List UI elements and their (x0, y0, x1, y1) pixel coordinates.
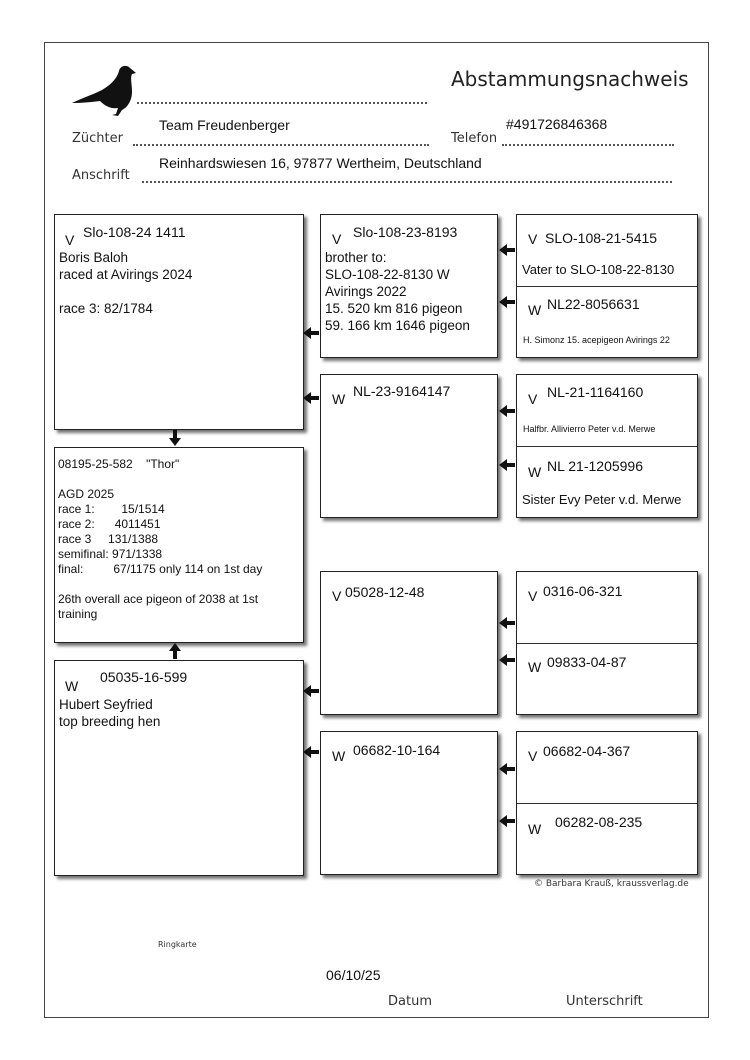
arrow-icon (303, 746, 319, 758)
arrow-icon (303, 685, 319, 697)
date-label: Datum (388, 994, 432, 1009)
box-divider (517, 286, 697, 287)
breeder-value: Team Freudenberger (159, 117, 290, 133)
title-dotted-line (137, 102, 427, 104)
breeder-dotted-line (133, 144, 429, 146)
father-box: V Slo-108-24 1411 Boris Baloh raced at A… (54, 214, 304, 430)
ring-number: Slo-108-24 1411 (83, 224, 185, 240)
sex-marker: V (332, 588, 341, 604)
mother-father-box: V 05028-12-48 (320, 571, 498, 715)
sex-marker: V (528, 231, 537, 247)
sex-marker: V (332, 231, 341, 247)
arrow-icon (499, 815, 515, 827)
signature-label: Unterschrift (566, 994, 643, 1009)
sex-marker: W (528, 821, 541, 837)
pigeon-box: 08195-25-582 "Thor" AGD 2025 race 1: 15/… (54, 447, 304, 643)
arrow-icon (303, 392, 319, 404)
arrow-icon (499, 617, 515, 629)
ring-number: NL22-8056631 (547, 296, 640, 312)
address-label: Anschrift (72, 168, 130, 183)
ring-number: 05035-16-599 (100, 669, 187, 685)
ring-number: Slo-108-23-8193 (353, 224, 457, 240)
mother-box: W 05035-16-599 Hubert Seyfried top breed… (54, 660, 304, 876)
phone-value: #491726846368 (506, 116, 607, 132)
ff-parents-box: V SLO-108-21-5415 Vater to SLO-108-22-81… (516, 214, 698, 358)
pigeon-details: 08195-25-582 "Thor" AGD 2025 race 1: 15/… (58, 457, 262, 622)
sex-marker: V (528, 748, 537, 764)
mother-mother-box: W 06682-10-164 (320, 731, 498, 875)
address-dotted-line (142, 181, 672, 183)
sex-marker: V (528, 588, 537, 604)
arrow-icon (499, 405, 515, 417)
arrow-icon (499, 763, 515, 775)
arrow-icon (499, 654, 515, 666)
ring-number: 09833-04-87 (547, 654, 626, 670)
arrow-icon (499, 296, 515, 308)
ancestor-note: H. Simonz 15. acepigeon Avirings 22 (523, 335, 670, 345)
document-title: Abstammungsnachweis (451, 67, 689, 91)
arrow-icon (499, 459, 515, 471)
phone-label: Telefon (451, 131, 497, 146)
fm-parents-box: V NL-21-1164160 Halfbr. Allivierro Peter… (516, 374, 698, 518)
ring-number: NL-21-1164160 (547, 384, 643, 400)
ring-number: SLO-108-21-5415 (545, 230, 657, 246)
ancestor-note: Vater to SLO-108-22-8130 (522, 262, 674, 277)
breeder-label: Züchter (72, 131, 123, 146)
arrow-icon (303, 327, 319, 339)
ring-number: 0316-06-321 (543, 583, 622, 599)
ringkarte-label: Ringkarte (158, 940, 197, 949)
father-notes: Boris Baloh raced at Avirings 2024 race … (59, 249, 192, 317)
box-divider (517, 803, 697, 804)
arrow-down-icon (169, 430, 181, 446)
ring-number: 06282-08-235 (555, 814, 642, 830)
phone-dotted-line (502, 144, 674, 146)
ancestor-note: Sister Evy Peter v.d. Merwe (522, 492, 681, 507)
sex-marker: W (528, 464, 541, 480)
arrow-up-icon (169, 643, 181, 659)
mf-parents-box: V 0316-06-321 W 09833-04-87 (516, 571, 698, 715)
box-divider (517, 446, 697, 447)
ring-number: 06682-04-367 (543, 743, 630, 759)
sex-marker: W (528, 302, 541, 318)
mother-notes: Hubert Seyfried top breeding hen (59, 696, 160, 730)
pigeon-logo-icon (70, 62, 142, 118)
ring-number: 06682-10-164 (353, 742, 440, 758)
sex-marker: W (65, 678, 78, 694)
box-divider (517, 643, 697, 644)
sex-marker: W (332, 748, 345, 764)
ring-number: NL-23-9164147 (353, 383, 450, 399)
date-value: 06/10/25 (326, 967, 381, 983)
father-father-notes: brother to: SLO-108-22-8130 W Avirings 2… (325, 249, 470, 334)
address-value: Reinhardswiesen 16, 97877 Wertheim, Deut… (159, 155, 482, 171)
father-mother-box: W NL-23-9164147 (320, 374, 498, 518)
sex-marker: V (528, 391, 537, 407)
father-father-box: V Slo-108-23-8193 brother to: SLO-108-22… (320, 214, 498, 358)
ring-number: 05028-12-48 (345, 584, 424, 600)
sex-marker: W (332, 391, 345, 407)
sex-marker: W (528, 659, 541, 675)
ancestor-note: Halfbr. Allivierro Peter v.d. Merwe (523, 424, 655, 434)
mm-parents-box: V 06682-04-367 W 06282-08-235 (516, 731, 698, 875)
arrow-icon (499, 244, 515, 256)
sex-marker: V (65, 232, 74, 248)
ring-number: NL 21-1205996 (547, 458, 643, 474)
copyright: © Barbara Krauß, kraussverlag.de (534, 879, 689, 889)
